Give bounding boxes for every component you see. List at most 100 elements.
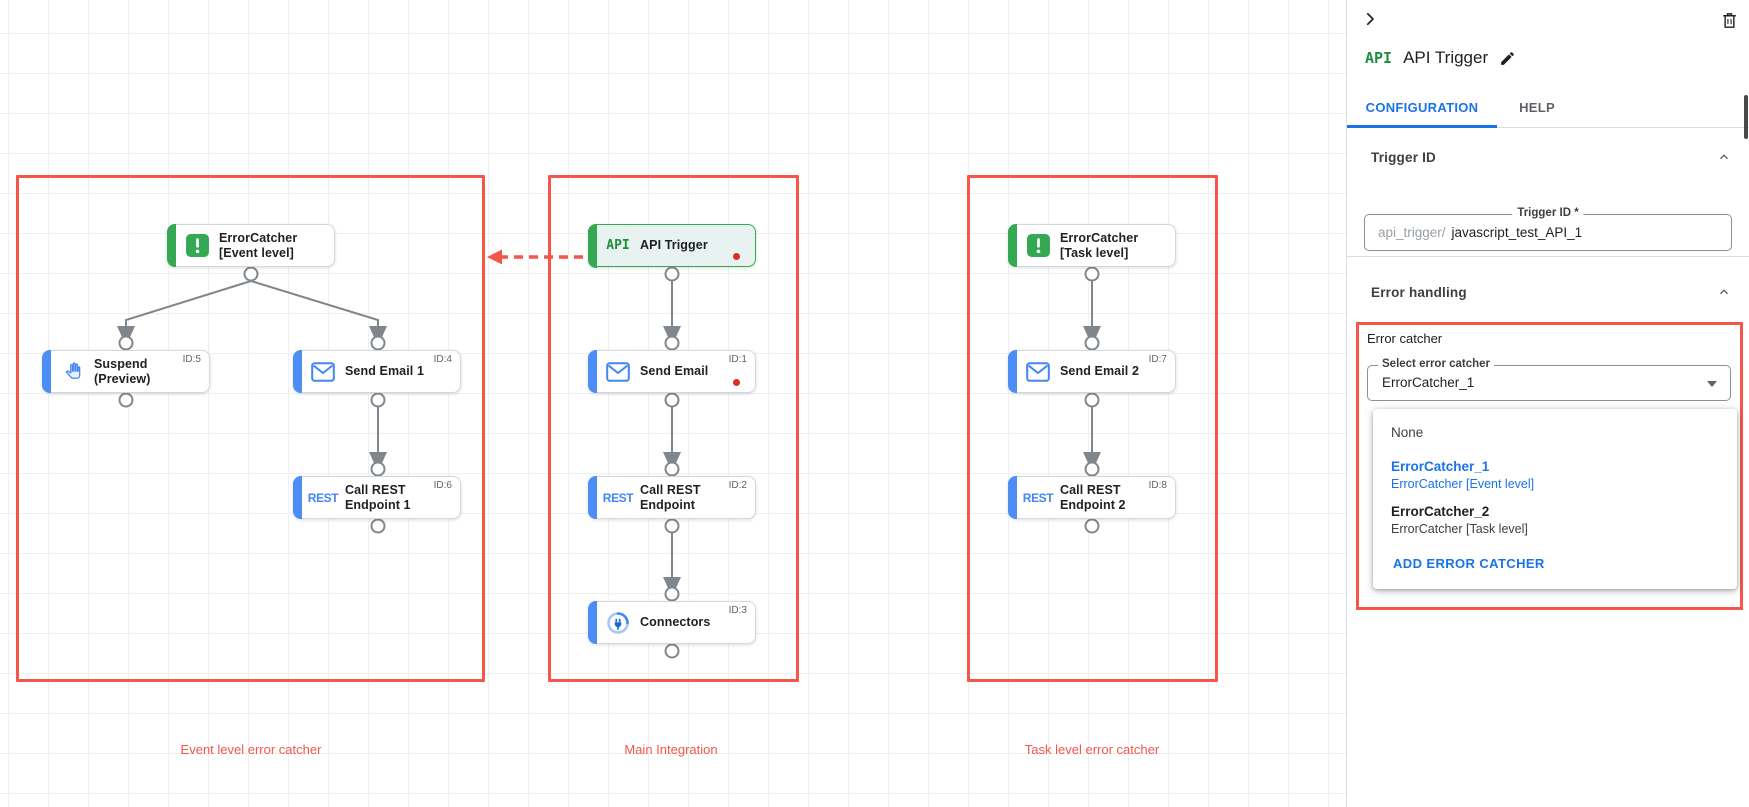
rest-icon: REST	[1022, 490, 1054, 505]
node-id-badge: ID:4	[433, 354, 452, 365]
group-label-event-level: Event level error catcher	[180, 742, 322, 757]
group-box-main-integration	[548, 175, 799, 682]
hand-icon	[59, 361, 85, 383]
node-title: Send Email 1	[345, 364, 425, 379]
group-label-task-level: Task level error catcher	[1024, 742, 1160, 757]
rest-icon: REST	[602, 490, 634, 505]
section-title-trigger-id: Trigger ID	[1371, 150, 1437, 165]
error-catcher-select-label: Select error catcher	[1378, 358, 1495, 370]
node-title: Call REST Endpoint 1	[345, 483, 411, 512]
error-dot	[733, 379, 740, 386]
menu-item-name: ErrorCatcher_1	[1391, 459, 1490, 474]
node-send-email-1[interactable]: Send Email 1 ID:4	[293, 350, 461, 393]
workflow-canvas[interactable]: Event level error catcher Main Integrati…	[0, 0, 1346, 807]
node-errorcatcher-event-level[interactable]: ErrorCatcher [Event level]	[167, 224, 335, 267]
node-accent-bar	[588, 476, 597, 519]
delete-button[interactable]	[1720, 11, 1739, 30]
mail-icon	[1025, 361, 1051, 382]
node-title: Call REST Endpoint	[640, 483, 701, 512]
mail-icon	[310, 361, 336, 382]
error-catcher-label: Error catcher	[1367, 331, 1443, 346]
active-tab-underline	[1347, 125, 1497, 128]
rest-icon: REST	[307, 490, 339, 505]
mail-icon	[605, 361, 631, 382]
error-dot	[733, 253, 740, 260]
panel-scrollbar-thumb[interactable]	[1744, 95, 1748, 139]
panel-title: API Trigger	[1403, 48, 1489, 67]
chevron-up-icon	[1717, 152, 1731, 167]
node-title: ErrorCatcher [Task level]	[1060, 231, 1139, 260]
collapse-panel-button[interactable]	[1361, 10, 1379, 28]
node-id-badge: ID:5	[182, 354, 201, 365]
node-call-rest-endpoint-1[interactable]: REST Call REST Endpoint 1 ID:6	[293, 476, 461, 519]
node-accent-bar	[588, 601, 597, 644]
node-accent-bar	[293, 350, 302, 393]
node-accent-bar	[1008, 224, 1017, 267]
node-accent-bar	[42, 350, 51, 393]
api-trigger-icon: API	[1365, 49, 1393, 67]
node-accent-bar	[587, 223, 597, 268]
menu-item-desc: ErrorCatcher [Task level]	[1391, 522, 1528, 536]
node-call-rest-endpoint-2[interactable]: REST Call REST Endpoint 2 ID:8	[1008, 476, 1176, 519]
group-box-event-level-error-catcher	[16, 175, 485, 682]
node-send-email-2[interactable]: Send Email 2 ID:7	[1008, 350, 1176, 393]
section-divider	[1347, 256, 1749, 257]
node-connectors[interactable]: Connectors ID:3	[588, 601, 756, 644]
node-title: Suspend (Preview)	[94, 357, 151, 386]
node-title: Call REST Endpoint 2	[1060, 483, 1126, 512]
menu-item-desc: ErrorCatcher [Event level]	[1391, 477, 1535, 491]
error-catcher-highlight-box: Error catcher Select error catcher Error…	[1356, 322, 1743, 610]
node-accent-bar	[1008, 476, 1017, 519]
error-catcher-select[interactable]: Select error catcher ErrorCatcher_1	[1367, 358, 1731, 401]
error-catcher-dropdown-menu: None ErrorCatcher_1 ErrorCatcher [Event …	[1373, 409, 1737, 589]
trash-icon	[1720, 13, 1739, 33]
dropdown-caret-icon	[1707, 381, 1717, 387]
node-title: Send Email 2	[1060, 364, 1140, 379]
trigger-id-field[interactable]: Trigger ID * api_trigger/ javascript_tes…	[1364, 207, 1732, 251]
error-catcher-icon	[1025, 233, 1051, 258]
error-catcher-select-value: ErrorCatcher_1	[1382, 375, 1475, 390]
menu-item-errorcatcher-2[interactable]: ErrorCatcher_2 ErrorCatcher [Task level]	[1373, 495, 1737, 540]
node-accent-bar	[588, 350, 597, 393]
group-box-task-level-error-catcher	[967, 175, 1218, 682]
node-title: API Trigger	[640, 238, 708, 253]
node-id-badge: ID:2	[728, 480, 747, 491]
node-accent-bar	[1008, 350, 1017, 393]
section-title-error-handling: Error handling	[1371, 285, 1467, 300]
collapse-trigger-id-button[interactable]	[1717, 150, 1731, 164]
menu-item-name: ErrorCatcher_2	[1391, 504, 1490, 519]
config-panel: API API Trigger CONFIGURATION HELP Trigg…	[1346, 0, 1749, 807]
api-icon: API	[606, 238, 630, 253]
node-title: ErrorCatcher [Event level]	[219, 231, 298, 260]
node-accent-bar	[167, 224, 176, 267]
node-call-rest-endpoint[interactable]: REST Call REST Endpoint ID:2	[588, 476, 756, 519]
add-error-catcher-button[interactable]: ADD ERROR CATCHER	[1393, 556, 1545, 571]
node-id-badge: ID:7	[1148, 354, 1167, 365]
rename-button[interactable]	[1499, 50, 1516, 67]
trigger-id-prefix: api_trigger/	[1378, 225, 1446, 240]
trigger-id-field-label: Trigger ID *	[1512, 207, 1584, 219]
menu-item-errorcatcher-1[interactable]: ErrorCatcher_1 ErrorCatcher [Event level…	[1373, 450, 1737, 495]
chevron-right-icon	[1361, 12, 1379, 31]
error-catcher-icon	[184, 233, 210, 258]
pencil-icon	[1499, 51, 1516, 70]
tab-help[interactable]: HELP	[1519, 100, 1555, 115]
chevron-up-icon	[1717, 287, 1731, 302]
node-title: Send Email	[640, 364, 709, 379]
node-id-badge: ID:3	[728, 605, 747, 616]
node-id-badge: ID:1	[728, 354, 747, 365]
node-title: Connectors	[640, 615, 711, 630]
node-api-trigger[interactable]: API API Trigger	[587, 223, 756, 268]
node-errorcatcher-task-level[interactable]: ErrorCatcher [Task level]	[1008, 224, 1176, 267]
collapse-error-handling-button[interactable]	[1717, 285, 1731, 299]
tab-configuration[interactable]: CONFIGURATION	[1365, 100, 1479, 115]
node-accent-bar	[293, 476, 302, 519]
node-send-email[interactable]: Send Email ID:1	[588, 350, 756, 393]
node-id-badge: ID:8	[1148, 480, 1167, 491]
menu-item-none[interactable]: None	[1391, 425, 1424, 440]
connectors-icon	[605, 611, 631, 635]
group-label-main-integration: Main Integration	[624, 742, 718, 757]
trigger-id-value[interactable]: javascript_test_API_1	[1451, 225, 1583, 240]
node-id-badge: ID:6	[433, 480, 452, 491]
node-suspend-preview[interactable]: Suspend (Preview) ID:5	[42, 350, 210, 393]
